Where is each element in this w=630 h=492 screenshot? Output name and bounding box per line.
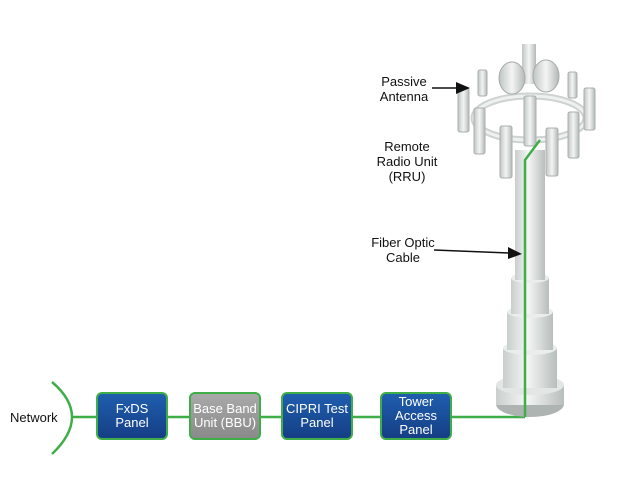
passive-antenna-label: Passive Antenna [379, 74, 429, 104]
bbu-box: Base Band Unit (BBU) [189, 392, 261, 440]
rru-label: Remote Radio Unit (RRU) [376, 139, 438, 184]
fiber-optic-cable-label: Fiber Optic Cable [371, 235, 435, 265]
tower-access-panel-box: Tower Access Panel [380, 392, 452, 440]
tower [457, 44, 596, 417]
arrow-passive-antenna [432, 82, 470, 94]
network-label: Network [10, 410, 58, 425]
cipri-test-panel-box: CIPRI Test Panel [281, 392, 353, 440]
fxds-panel-box: FxDS Panel [96, 392, 168, 440]
arrow-fiber-optic [433, 247, 522, 259]
fiber-line-tower-vertical [523, 139, 541, 417]
